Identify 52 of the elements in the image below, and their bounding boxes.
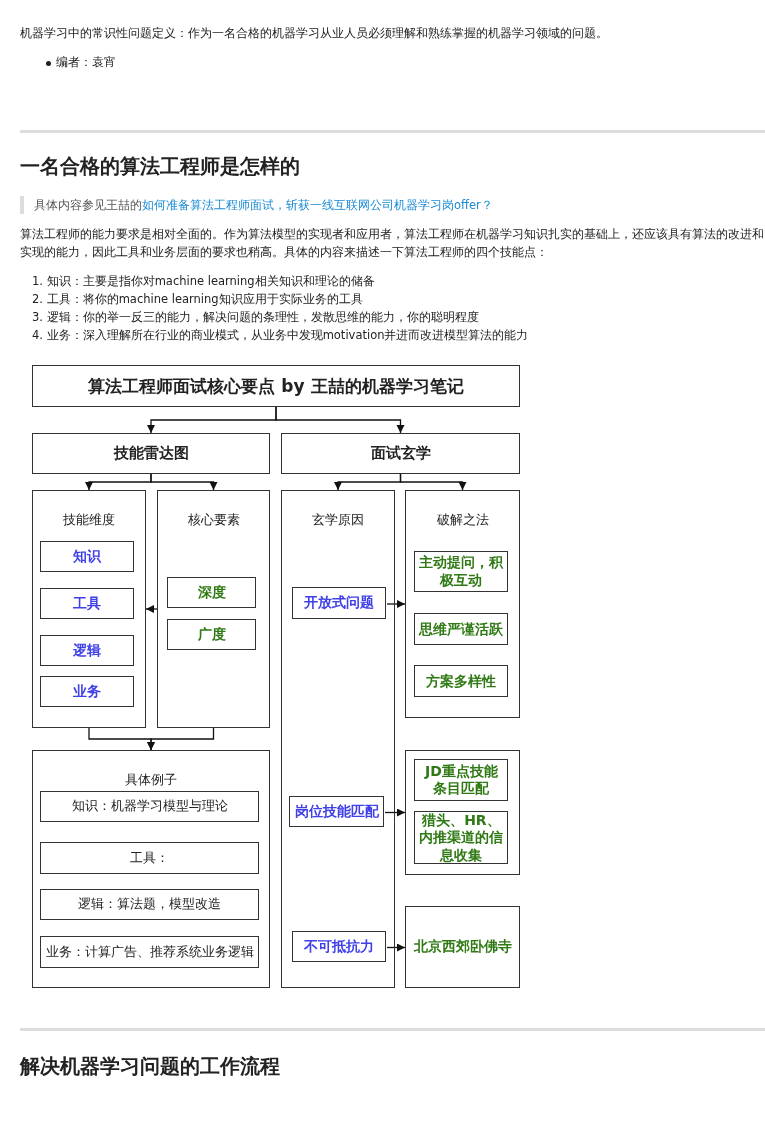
process-box: 不可抵抗力	[292, 931, 387, 963]
process-box: 主动提问，积极互动	[414, 551, 509, 593]
column-heading: 具体例子	[124, 771, 178, 789]
process-box: 业务：计算广告、推荐系统业务逻辑	[40, 936, 260, 969]
arrow	[386, 943, 406, 952]
intro-text: 机器学习中的常识性问题定义：作为一名合格的机器学习从业人员必须理解和熟练掌握的机器学习领域的问题。	[20, 26, 609, 41]
arrow	[384, 808, 406, 817]
arrow	[275, 406, 405, 434]
list-item: 2. 工具：将你的machine learning知识应用于实际业务的工具	[32, 292, 363, 307]
process-box: 岗位技能匹配	[289, 796, 385, 828]
column-panel	[281, 490, 395, 988]
list-item: 编者：袁宵	[56, 55, 116, 70]
arrow	[386, 600, 406, 608]
process-box: 深度	[167, 577, 257, 609]
arrow	[145, 605, 158, 613]
arrow	[399, 473, 467, 491]
paragraph: 算法工程师的能力要求是相对全面的。作为算法模型的实现者和应用者，算法工程师在机器学习知识扎实的基础上，还应该具有算法的改进和实现的能力，因此工具和业务层面的要求也稍高。具体的内容来描述一下算法工程师的四个技能点：	[20, 226, 765, 261]
quote-text: 具体内容参见王喆的	[34, 198, 142, 213]
process-box: 技能雷达图	[32, 433, 270, 474]
process-box: 逻辑	[40, 635, 135, 667]
process-box: JD重点技能条目匹配	[414, 759, 509, 802]
link: 如何准备算法工程师面试，斩获一线互联网公司机器学习岗offer？	[142, 198, 493, 213]
arrow	[147, 727, 215, 751]
column-panel	[157, 490, 270, 728]
column-panel	[405, 750, 520, 875]
list-item: 3. 逻辑：你的举一反三的能力，解决问题的条理性，发散思维的能力，你的聪明程度	[32, 310, 479, 325]
process-box: 开放式问题	[292, 587, 387, 620]
process-box: 知识：机器学习模型与理论	[40, 791, 260, 823]
process-box: 北京西郊卧佛寺	[405, 906, 520, 988]
process-box: 工具：	[40, 842, 260, 875]
column-panel	[405, 490, 520, 718]
process-box: 广度	[167, 619, 257, 651]
section-heading: 一名合格的算法工程师是怎样的	[20, 153, 300, 180]
process-box: 业务	[40, 676, 135, 708]
process-box: 思维严谨活跃	[414, 613, 509, 646]
column-heading: 破解之法	[435, 511, 490, 529]
process-box: 猎头、HR、内推渠道的信息收集	[414, 811, 509, 865]
process-box: 方案多样性	[414, 665, 509, 698]
arrow	[150, 473, 218, 491]
process-box: 面试玄学	[281, 433, 520, 474]
section-heading: 解决机器学习问题的工作流程	[20, 1053, 280, 1080]
list-item: 4. 业务：深入理解所在行业的商业模式，从业务中发现motivation并进而改进模型算法的能力	[32, 328, 529, 343]
column-heading: 核心要素	[186, 511, 241, 529]
column-heading: 玄学原因	[311, 511, 365, 529]
column-heading: 技能维度	[62, 511, 116, 529]
column-panel	[32, 750, 270, 988]
process-box: 知识	[40, 541, 135, 573]
list-item: 1. 知识：主要是指你对machine learning相关知识和理论的储备	[32, 274, 375, 289]
column-panel	[32, 490, 146, 728]
process-box: 工具	[40, 588, 135, 620]
process-box: 逻辑：算法题，模型改造	[40, 889, 260, 921]
title-box: 算法工程师面试核心要点 by 王喆的机器学习笔记	[32, 365, 520, 407]
